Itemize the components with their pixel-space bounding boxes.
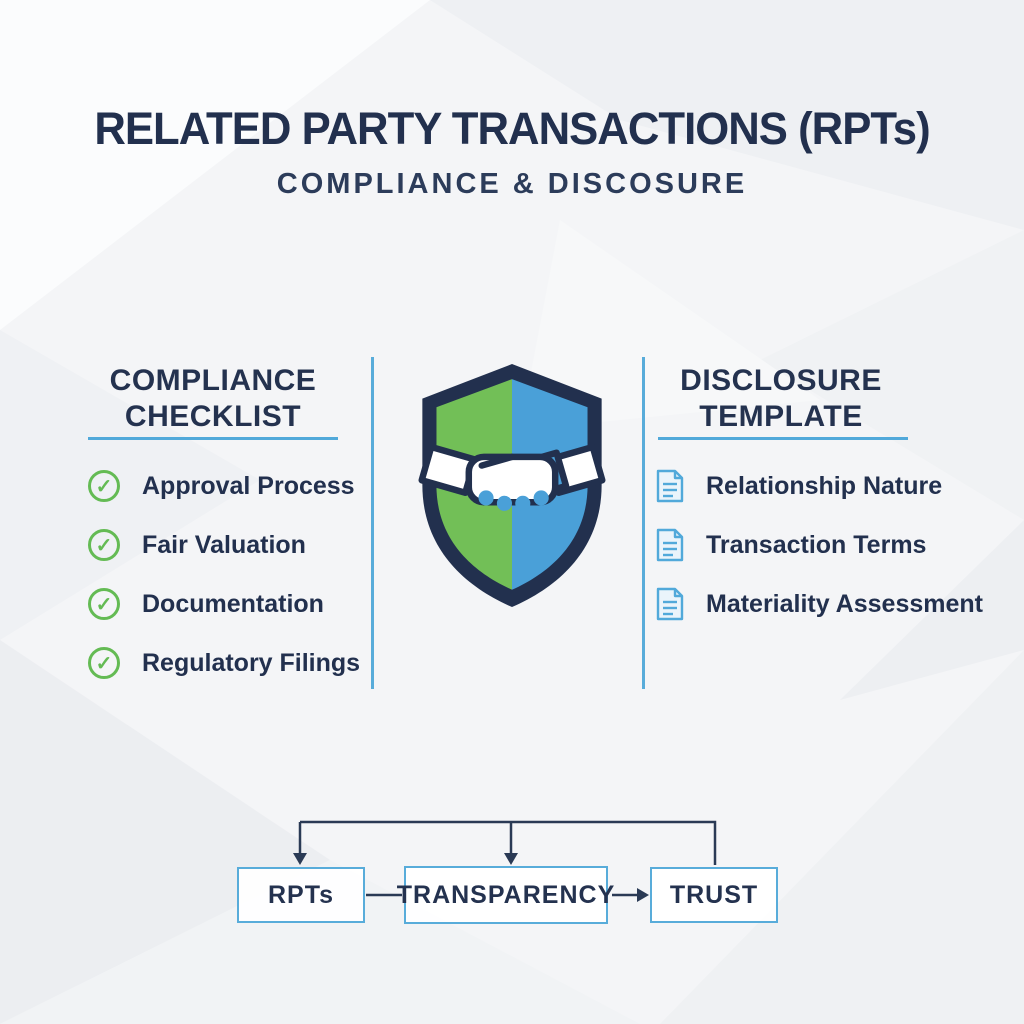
template-item-label: Materiality Assessment	[706, 589, 983, 618]
right-divider-line	[642, 357, 645, 689]
template-item-label: Relationship Nature	[706, 471, 943, 500]
list-item: Materiality Assessment	[656, 586, 983, 622]
checklist-item-label: Fair Valuation	[142, 530, 306, 559]
template-item-label: Transaction Terms	[706, 530, 927, 559]
document-icon	[656, 469, 684, 503]
left-heading-underline	[88, 437, 338, 440]
list-item: ✓ Fair Valuation	[88, 527, 360, 563]
check-circle-icon: ✓	[88, 529, 120, 561]
checklist-item-label: Documentation	[142, 589, 324, 618]
list-item: Relationship Nature	[656, 468, 983, 504]
page-subtitle: COMPLIANCE & DISCOSURE	[276, 168, 748, 200]
list-item: ✓ Approval Process	[88, 468, 360, 504]
flow-node-rpts: RPTs	[237, 867, 365, 923]
flow-node-trust: TRUST	[650, 867, 778, 923]
checklist-item-label: Regulatory Filings	[142, 648, 361, 677]
disclosure-template-list: Relationship Nature Transaction Terms Ma…	[656, 468, 983, 645]
document-icon	[656, 528, 684, 562]
checklist-item-label: Approval Process	[142, 471, 355, 500]
check-circle-icon: ✓	[88, 470, 120, 502]
disclosure-template-heading: DISCLOSURE TEMPLATE	[680, 364, 882, 433]
left-divider-line	[371, 357, 374, 689]
check-circle-icon: ✓	[88, 588, 120, 620]
compliance-checklist-heading: COMPLIANCE CHECKLIST	[109, 364, 317, 433]
flow-node-transparency: TRANSPARENCY	[397, 866, 614, 924]
check-circle-icon: ✓	[88, 647, 120, 679]
list-item: ✓ Regulatory Filings	[88, 645, 360, 681]
page-title: RELATED PARTY TRANSACTIONS (RPTs)	[94, 103, 930, 154]
list-item: Transaction Terms	[656, 527, 983, 563]
list-item: ✓ Documentation	[88, 586, 360, 622]
shield-handshake-icon	[418, 364, 606, 608]
compliance-checklist: ✓ Approval Process ✓ Fair Valuation ✓ Do…	[88, 468, 360, 704]
document-icon	[656, 587, 684, 621]
right-heading-underline	[658, 437, 908, 440]
